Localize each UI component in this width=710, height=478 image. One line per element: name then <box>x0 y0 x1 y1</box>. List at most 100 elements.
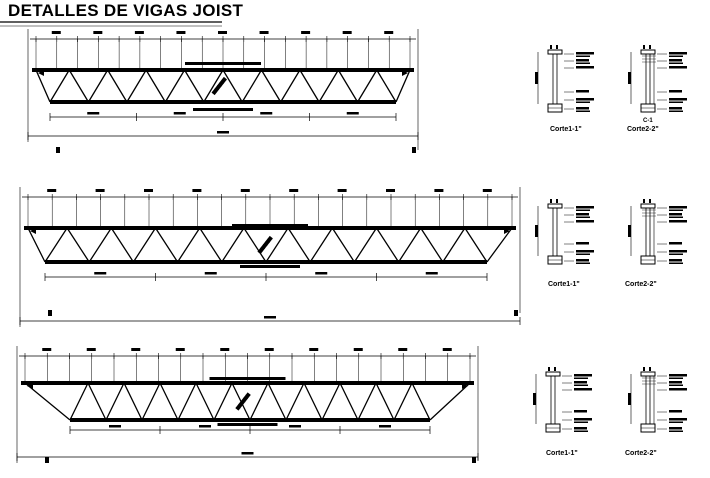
web-diagonal <box>213 382 233 421</box>
dimension-tag <box>260 112 273 115</box>
cut-marker <box>472 457 476 463</box>
arrowhead <box>38 70 44 76</box>
section-note-tag <box>669 262 683 264</box>
web-diagonal <box>183 69 205 103</box>
web-diagonal <box>375 227 400 263</box>
web-diagonal <box>442 227 466 263</box>
hatch-line <box>257 250 263 253</box>
tag-marker <box>51 31 61 34</box>
tag-marker <box>398 348 408 351</box>
tag-marker <box>386 189 395 192</box>
section-note-tag <box>669 216 683 218</box>
cut-marker <box>48 310 52 316</box>
hatch-line <box>260 247 265 249</box>
section-note-tag <box>576 253 590 255</box>
section-note-tag <box>576 250 594 253</box>
dimension-tag <box>199 425 211 428</box>
section-note-tag <box>669 209 683 211</box>
tag-marker <box>42 348 52 351</box>
dimension-tag <box>346 112 359 115</box>
web-diagonal <box>303 382 323 421</box>
tag-marker <box>144 189 153 192</box>
dimension-tag <box>425 272 438 275</box>
section-note-tag <box>669 421 683 423</box>
section-note-tag <box>576 262 590 264</box>
web-diagonal <box>356 69 378 103</box>
cut-marker <box>412 147 416 153</box>
section-dimension-tag <box>628 225 631 237</box>
annotation-bar-top <box>209 377 286 380</box>
web-diagonal <box>164 69 186 103</box>
web-diagonal <box>331 227 355 263</box>
tag-marker <box>309 348 319 351</box>
web-diagonal <box>195 382 215 421</box>
web-diagonal <box>68 69 90 103</box>
section-note-tag <box>576 206 594 209</box>
tag-marker <box>131 348 141 351</box>
section-label-1-1-top: Corte1-1" <box>550 126 582 133</box>
section-label-2-2-middle: Corte2-2" <box>625 281 657 288</box>
web-diagonal <box>265 227 289 263</box>
section-note-tag <box>576 101 590 103</box>
section-dimension-tag <box>535 225 538 237</box>
section-top-mark <box>548 367 550 371</box>
web-diagonal <box>107 69 128 103</box>
tag-marker <box>47 189 57 192</box>
section-top-mark <box>556 45 558 49</box>
tag-marker <box>301 31 311 34</box>
annotation-bar-bottom <box>193 108 253 111</box>
cut-marker <box>45 457 49 463</box>
joist-elevation-1 <box>27 29 419 153</box>
web-diagonal <box>285 382 305 421</box>
section-note-tag <box>669 220 687 223</box>
end-diagonal-left <box>35 69 51 103</box>
web-diagonal <box>154 227 179 263</box>
web-diagonal <box>398 227 422 263</box>
section-dimension-tag <box>535 72 538 84</box>
dimension-tag <box>204 272 217 275</box>
cut-marker <box>56 147 60 153</box>
dimension-tag <box>264 316 276 319</box>
web-diagonal <box>87 69 109 103</box>
section-detail-1-1-bottom <box>533 367 592 433</box>
annotation-bar-top <box>232 224 308 227</box>
tag-marker <box>342 31 352 34</box>
section-note-tag <box>574 381 587 384</box>
section-note-tag <box>669 52 687 55</box>
dimension-tag <box>94 272 107 275</box>
tag-marker <box>220 348 230 351</box>
top-chord <box>21 381 474 385</box>
section-top-mark <box>643 199 645 203</box>
tag-marker <box>95 189 105 192</box>
web-diagonal <box>280 69 301 103</box>
section-note-tag <box>669 90 682 93</box>
tag-marker <box>134 31 144 34</box>
web-diagonal <box>411 382 431 421</box>
cut-marker <box>514 310 518 316</box>
web-diagonal <box>132 227 157 263</box>
hatch-line <box>219 82 224 84</box>
dimension-tag <box>379 425 391 428</box>
web-diagonal <box>105 382 125 421</box>
end-diagonal-left <box>27 227 46 263</box>
web-diagonal <box>318 69 339 103</box>
section-note-tag <box>669 384 683 386</box>
section-top-mark <box>649 367 651 371</box>
section-top-mark <box>554 367 556 371</box>
web-diagonal <box>145 69 166 103</box>
web-diagonal <box>126 69 147 103</box>
hatched-member-tag <box>257 235 273 255</box>
tag-marker <box>175 348 185 351</box>
section-note-tag <box>576 216 590 218</box>
section-note-tag <box>574 427 587 430</box>
section-note-tag <box>669 62 683 64</box>
web-diagonal <box>110 227 134 263</box>
tag-marker <box>192 189 202 192</box>
annotation-bar-bottom <box>240 265 300 268</box>
web-diagonal <box>243 227 267 263</box>
web-diagonal <box>123 382 143 421</box>
section-note-tag <box>576 220 594 223</box>
end-diagonal-right <box>395 69 411 103</box>
web-diagonal <box>260 69 282 103</box>
